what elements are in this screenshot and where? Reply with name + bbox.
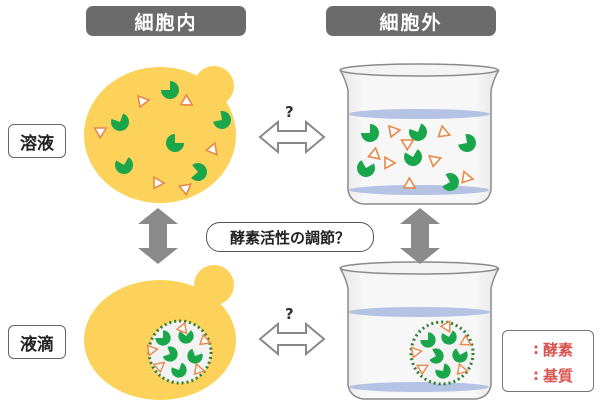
legend-enzyme-entry: : 酵素 [511,338,573,360]
question-mark-top: ? [285,103,294,121]
row-label-droplet: 液滴 [8,325,66,359]
double-arrow-top-icon [258,119,326,155]
double-arrow-bottom-icon [258,321,326,357]
legend-substrate-entry: : 基質 [511,364,573,386]
center-label: 酵素活性の調節？ [206,222,374,252]
legend-substrate-label: 基質 [543,366,574,385]
legend-separator: : [533,340,539,358]
legend-enzyme-label: 酵素 [543,340,574,359]
vertical-arrow-left-icon [138,208,178,264]
legend: : 酵素 : 基質 [502,330,594,392]
header-intracellular: 細胞内 [86,6,246,36]
row-label-solution: 溶液 [8,124,66,158]
vertical-arrow-right-icon [400,208,440,264]
header-extracellular: 細胞外 [326,6,496,36]
question-mark-bottom: ? [285,305,294,323]
legend-separator: : [533,366,539,384]
